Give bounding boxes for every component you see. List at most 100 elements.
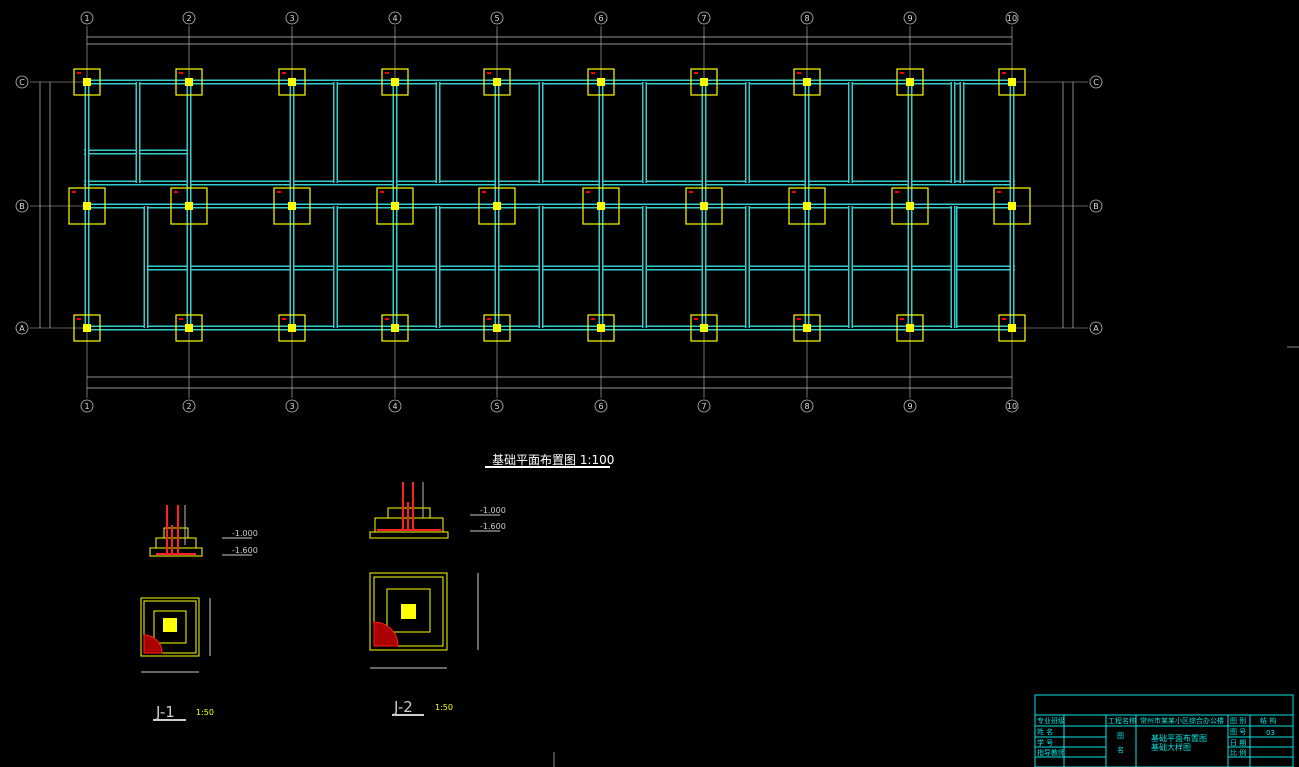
axis-letter: C xyxy=(1093,78,1099,87)
title-block xyxy=(1034,694,1294,767)
axis-letter: A xyxy=(19,324,25,333)
footing-tag xyxy=(174,191,178,193)
footing-tag xyxy=(77,72,81,74)
column-square xyxy=(288,324,296,332)
footing-outline xyxy=(587,68,615,96)
footing-outline xyxy=(170,187,208,225)
axis-bubble xyxy=(490,399,504,413)
footing-outline xyxy=(582,187,620,225)
axis-bubble xyxy=(285,11,299,25)
axis-number: 7 xyxy=(701,14,706,23)
column-square xyxy=(1008,202,1016,210)
footing-outline xyxy=(891,187,929,225)
column-square xyxy=(597,202,605,210)
footing-tag xyxy=(694,318,698,320)
column-square xyxy=(1008,78,1016,86)
axis-letter: C xyxy=(19,78,25,87)
axis-letter: B xyxy=(19,202,25,211)
axis-number: 2 xyxy=(186,402,191,411)
footing-outline xyxy=(273,187,311,225)
footing-outline xyxy=(73,68,101,96)
footing-outline xyxy=(690,314,718,342)
column-square xyxy=(597,324,605,332)
footing-tag xyxy=(689,191,693,193)
footing-outline xyxy=(478,187,516,225)
footing-outline xyxy=(278,68,306,96)
j2-label: J-2 xyxy=(393,698,413,716)
axis-number: 9 xyxy=(907,14,912,23)
j2-scale: 1:50 xyxy=(435,703,453,712)
footing-outline xyxy=(685,187,723,225)
column-square xyxy=(906,78,914,86)
column-square xyxy=(493,324,501,332)
column-square xyxy=(391,202,399,210)
axis-bubble xyxy=(182,399,196,413)
column-square xyxy=(803,78,811,86)
footing-outline xyxy=(175,68,203,96)
column-square xyxy=(700,324,708,332)
axis-number: 7 xyxy=(701,402,706,411)
axis-letter: B xyxy=(1093,202,1099,211)
footing-outline xyxy=(381,68,409,96)
j1-elev-bottom: -1.600 xyxy=(232,546,258,555)
detail-j2: -1.000 -1.600 J-2 1:50 xyxy=(369,482,506,716)
plan-title: 基础平面布置图 1:100 xyxy=(492,453,614,467)
detail-j1: -1.000 -1.600 J-1 1:50 xyxy=(140,505,258,721)
j2-plan xyxy=(369,572,479,669)
footing-outline xyxy=(68,187,106,225)
footing-tag xyxy=(487,72,491,74)
tb-drawing-name-label-1: 图 xyxy=(1117,732,1124,740)
footing-tag xyxy=(482,191,486,193)
axis-bubble xyxy=(1089,75,1103,89)
axis-bubble xyxy=(1005,399,1019,413)
tb-drawing-name-2: 基础大样图 xyxy=(1151,742,1191,752)
j2-elev-top: -1.000 xyxy=(480,506,506,515)
axis-number: 1 xyxy=(84,14,89,23)
column-square xyxy=(185,324,193,332)
axis-number: 3 xyxy=(289,402,294,411)
axis-letter: A xyxy=(1093,324,1099,333)
tb-class-label: 专业班级 xyxy=(1037,716,1065,725)
footing-tag xyxy=(380,191,384,193)
axis-number: 3 xyxy=(289,14,294,23)
axis-bubble xyxy=(594,11,608,25)
footing-tag xyxy=(1002,72,1006,74)
axis-bubble xyxy=(80,399,94,413)
j1-elev-top: -1.000 xyxy=(232,529,258,538)
footing-tag xyxy=(900,72,904,74)
footing-outline xyxy=(896,314,924,342)
column-square xyxy=(391,324,399,332)
footing-outline xyxy=(690,68,718,96)
footing-outline xyxy=(788,187,826,225)
footing-tag xyxy=(385,318,389,320)
axis-bubble xyxy=(697,399,711,413)
tb-id-label: 学 号 xyxy=(1037,738,1053,747)
footing-tag xyxy=(900,318,904,320)
footing-outline xyxy=(998,68,1026,96)
axis-bubble xyxy=(697,11,711,25)
footing-outline xyxy=(73,314,101,342)
axis-number: 5 xyxy=(494,402,499,411)
axis-bubble xyxy=(903,11,917,25)
footing-tag xyxy=(179,318,183,320)
axis-bubble xyxy=(388,399,402,413)
axis-number: 10 xyxy=(1007,402,1017,411)
footing-tag xyxy=(586,191,590,193)
axis-number: 6 xyxy=(598,402,603,411)
tb-project-name: 常州市某某小区综合办公楼 xyxy=(1140,716,1224,725)
tb-date-label: 日 期 xyxy=(1230,739,1246,747)
axis-number: 8 xyxy=(804,14,809,23)
footing-outline xyxy=(381,314,409,342)
footing-tag xyxy=(895,191,899,193)
axis-bubble xyxy=(594,399,608,413)
axis-bubble xyxy=(903,399,917,413)
column-square xyxy=(288,78,296,86)
column-square xyxy=(83,324,91,332)
footing-tag xyxy=(179,72,183,74)
column-square xyxy=(803,202,811,210)
column-square xyxy=(83,78,91,86)
axis-bubble xyxy=(15,75,29,89)
j1-scale: 1:50 xyxy=(196,708,214,717)
tb-number-value: 03 xyxy=(1266,729,1275,737)
